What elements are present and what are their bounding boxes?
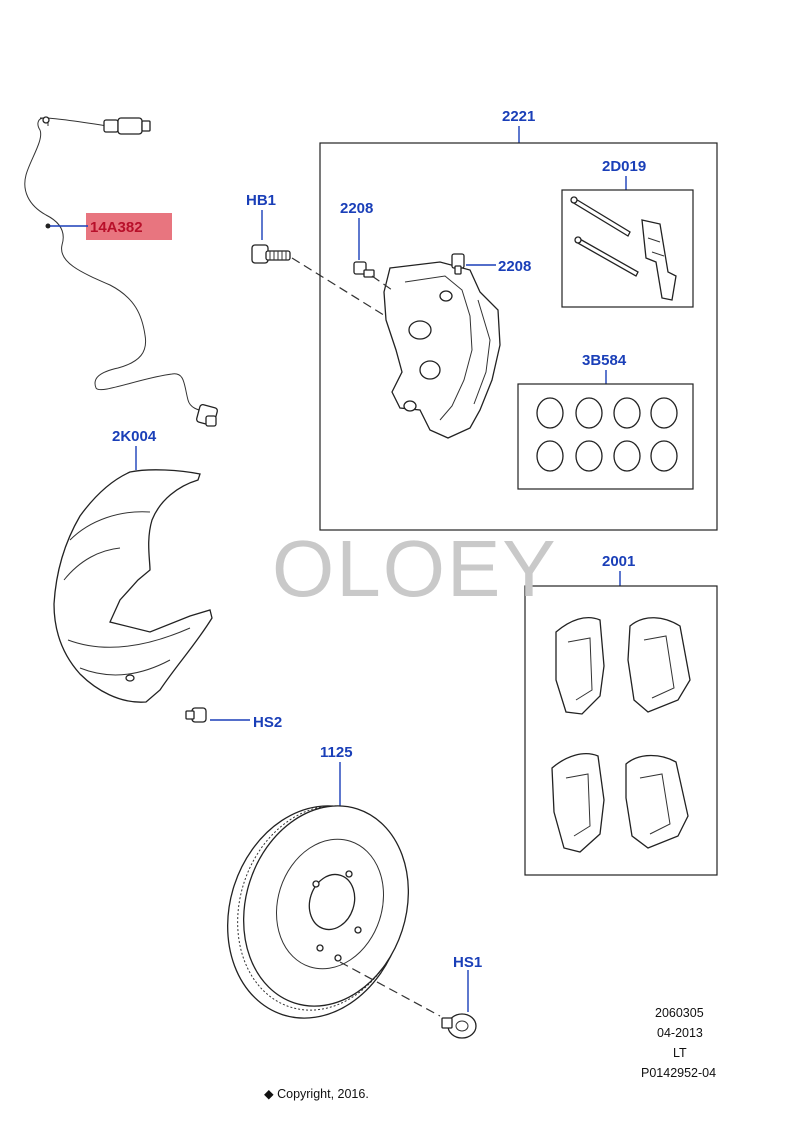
callout-hs2[interactable]: HS2 bbox=[253, 714, 282, 731]
bleed-screw-right[interactable] bbox=[451, 253, 465, 275]
callout-seal-kit[interactable]: 3B584 bbox=[582, 352, 627, 369]
callout-bleed-screw-top[interactable]: 2208 bbox=[340, 200, 373, 217]
seal-kit-box bbox=[517, 383, 694, 490]
illustration-side: LT bbox=[673, 1046, 687, 1060]
hb1-alignment-line bbox=[291, 257, 396, 323]
piston-seal-kit[interactable] bbox=[536, 397, 678, 472]
callout-disc[interactable]: 1125 bbox=[320, 744, 353, 761]
callout-shield[interactable]: 2K004 bbox=[112, 428, 157, 445]
callout-hb1[interactable]: HB1 bbox=[246, 192, 276, 209]
pin-kit-box bbox=[561, 189, 694, 308]
caliper-assembly-box bbox=[319, 142, 718, 531]
sensor-callout-highlight bbox=[86, 213, 172, 240]
watermark-text: OLOEY bbox=[272, 524, 558, 613]
disc-screw-hs1[interactable] bbox=[441, 1013, 477, 1039]
illustration-code: 2060305 bbox=[655, 1006, 704, 1020]
copyright-notice: ◆ Copyright, 2016. bbox=[264, 1087, 369, 1101]
brake-pad-set[interactable] bbox=[551, 617, 691, 853]
callout-pads[interactable]: 2001 bbox=[602, 553, 635, 570]
pad-set-box bbox=[524, 585, 718, 876]
bleed-screw-top[interactable] bbox=[353, 261, 393, 291]
callout-caliper-assembly[interactable]: 2221 bbox=[502, 108, 535, 125]
hs1-alignment-line bbox=[339, 961, 441, 1017]
callout-sensor[interactable]: 14A382 bbox=[90, 219, 143, 236]
caliper-bolt-hb1[interactable] bbox=[251, 244, 291, 264]
brake-disc[interactable] bbox=[201, 783, 434, 1042]
brake-caliper[interactable] bbox=[383, 261, 501, 439]
callout-hs1[interactable]: HS1 bbox=[453, 954, 482, 971]
shield-screw-hs2[interactable] bbox=[185, 707, 207, 723]
brake-splash-shield[interactable] bbox=[53, 469, 213, 703]
illustration-date: 04-2013 bbox=[657, 1026, 703, 1040]
callout-bleed-screw-right[interactable]: 2208 bbox=[498, 258, 531, 275]
illustration-reference: P0142952-04 bbox=[641, 1066, 716, 1080]
wheel-speed-sensor[interactable] bbox=[24, 116, 218, 427]
guide-pin-kit[interactable] bbox=[570, 196, 677, 301]
callout-pin-kit[interactable]: 2D019 bbox=[602, 158, 646, 175]
